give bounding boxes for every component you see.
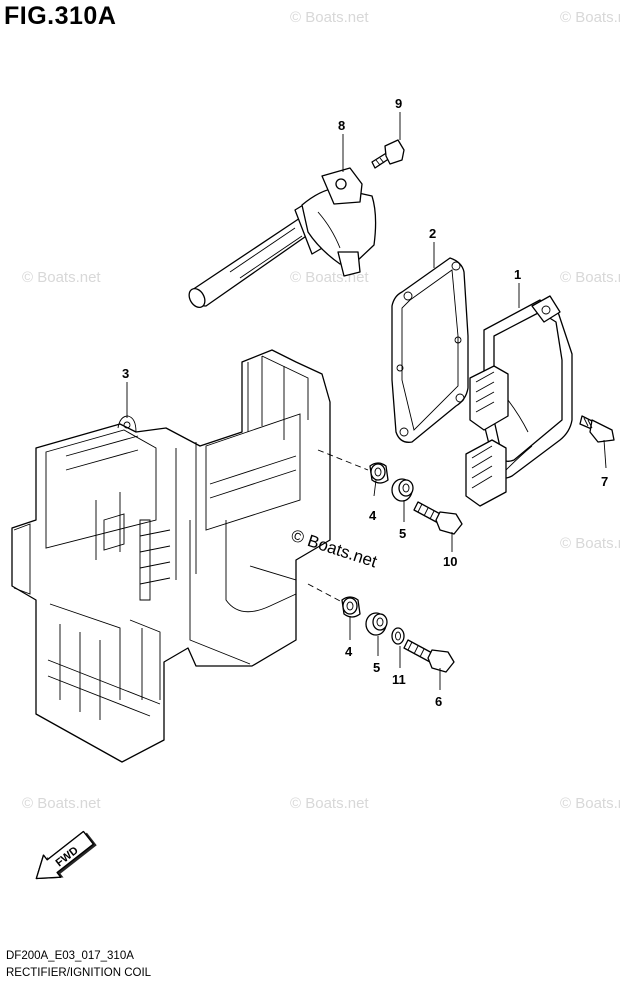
callout-6: 6 bbox=[435, 694, 442, 709]
callout-4-lower: 4 bbox=[345, 644, 353, 659]
callout-7: 7 bbox=[601, 474, 608, 489]
leader-lines bbox=[126, 112, 607, 690]
bolt-6 bbox=[403, 639, 455, 673]
bolt-7 bbox=[579, 415, 615, 443]
watermark: © Boats.net bbox=[22, 795, 101, 812]
watermark: © Boats.net bbox=[22, 269, 101, 286]
bolt-10 bbox=[413, 501, 463, 535]
watermark: © Boats.net bbox=[560, 9, 620, 26]
grommet-5-lower bbox=[365, 612, 388, 636]
callout-10: 10 bbox=[443, 554, 457, 569]
callout-5-lower: 5 bbox=[373, 660, 380, 675]
callout-11: 11 bbox=[392, 672, 406, 687]
callout-3: 3 bbox=[122, 366, 129, 381]
alignment-line-upper bbox=[317, 449, 369, 471]
watermark: © Boats.net bbox=[290, 9, 369, 26]
callout-labels: 1 2 3 4 4 5 5 6 7 8 9 10 11 bbox=[122, 96, 608, 709]
alignment-line-lower bbox=[307, 583, 343, 603]
callout-9: 9 bbox=[395, 96, 402, 111]
ignition-coil bbox=[188, 167, 377, 308]
callout-2: 2 bbox=[429, 226, 436, 241]
collar-4-lower bbox=[341, 596, 361, 618]
fwd-arrow: FWD bbox=[35, 830, 97, 880]
bracket-assembly bbox=[11, 349, 331, 763]
callout-8: 8 bbox=[338, 118, 345, 133]
bolt-9 bbox=[371, 139, 405, 169]
gasket bbox=[391, 257, 469, 443]
figure-title: FIG.310A bbox=[4, 2, 117, 30]
figure-caption: RECTIFIER/IGNITION COIL bbox=[6, 967, 152, 979]
figure-code: DF200A_E03_017_310A bbox=[6, 950, 134, 962]
grommet-5-upper bbox=[391, 478, 414, 502]
callout-1: 1 bbox=[514, 267, 521, 282]
collar-4-upper bbox=[369, 462, 389, 484]
watermark: © Boats.net bbox=[290, 795, 369, 812]
washer-11 bbox=[391, 627, 405, 645]
watermark: © Boats.net bbox=[560, 269, 620, 286]
watermark: © Boats.net bbox=[560, 535, 620, 552]
callout-5-upper: 5 bbox=[399, 526, 406, 541]
callout-4-upper: 4 bbox=[369, 508, 377, 523]
watermark: © Boats.net bbox=[560, 795, 620, 812]
rectifier bbox=[465, 295, 573, 507]
